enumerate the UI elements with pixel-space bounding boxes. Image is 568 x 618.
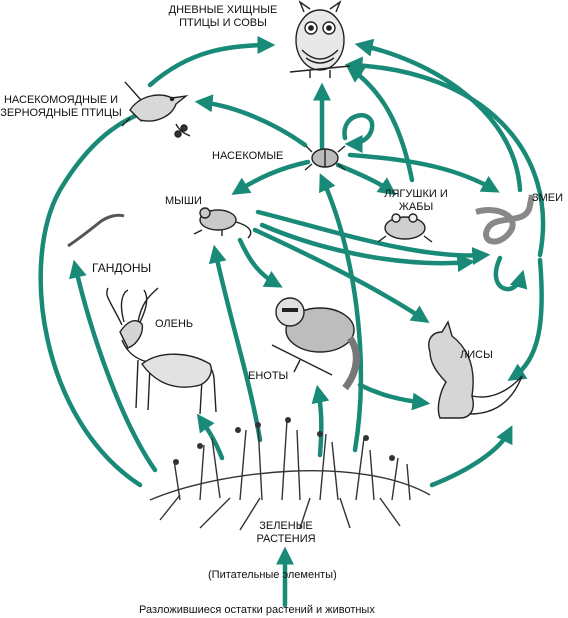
label-foxes: ЛИСЫ <box>460 349 493 361</box>
arrow-plants-to-birds-outer <box>38 105 156 488</box>
arrow-snakes-to-foxes <box>507 257 544 381</box>
beetle-icon <box>304 145 346 171</box>
arrow-insects-to-frogs <box>335 162 397 196</box>
label-frogs: ЛЯГУШКИ И ЖАБЫ <box>384 188 448 214</box>
arrow-plants-to-raccoons <box>311 384 330 458</box>
label-owls: ДНЕВНЫЕ ХИЩНЫЕ ПТИЦЫ И СОВЫ <box>168 4 278 30</box>
label-birds: НАСЕКОМОЯДНЫЕ И ЗЕРНОЯДНЫЕ ПТИЦЫ <box>0 94 122 120</box>
label-nutrients: (Питательные элементы) <box>208 569 337 581</box>
arrow-birds-to-owls <box>147 36 276 88</box>
arrow-mice-to-raccoons <box>237 237 283 288</box>
arrow-frogs-to-owls <box>345 64 415 183</box>
label-raccoons: ЕНОТЫ <box>248 370 289 382</box>
arrow-plants-to-mice <box>208 244 263 443</box>
arrow-plants-to-deer <box>196 413 225 461</box>
plants-icon <box>149 417 431 531</box>
arrow-frogs-to-snakes <box>259 222 476 273</box>
arrow-insects-to-snakes <box>347 152 500 193</box>
label-owls-text: ДНЕВНЫЕ ХИЩНЫЕ ПТИЦЫ И СОВЫ <box>168 4 278 29</box>
arrows <box>38 36 546 608</box>
arrow-snakes-loop <box>493 255 528 292</box>
arrow-plants-to-gandony <box>69 259 158 473</box>
bird-icon <box>121 81 191 138</box>
arrow-insects-to-birds <box>194 94 308 148</box>
label-snakes: ЗМЕИ <box>532 192 564 204</box>
label-gandony: ГАНДОНЫ <box>92 261 152 275</box>
fox-icon <box>428 320 523 419</box>
snake-icon <box>475 194 535 245</box>
arrow-plants-to-insects <box>319 173 364 453</box>
arrow-insects-loop <box>342 113 375 153</box>
raccoon-icon <box>271 297 360 391</box>
label-plants: ЗЕЛЕНЫЕ РАСТЕНИЯ <box>248 520 324 546</box>
label-frogs-text: ЛЯГУШКИ И ЖАБЫ <box>384 188 448 213</box>
arrow-plants-to-foxes <box>429 425 513 488</box>
arrow-insects-to-mice <box>231 159 311 195</box>
label-deer: ОЛЕНЬ <box>155 318 194 330</box>
arrow-raccoons-to-foxes <box>357 382 431 411</box>
frog-icon <box>377 213 433 243</box>
label-mice: МЫШИ <box>165 195 202 207</box>
label-plants-text: ЗЕЛЕНЫЕ РАСТЕНИЯ <box>256 520 316 545</box>
arrow-mice-to-foxes <box>252 227 430 323</box>
worm-icon <box>67 213 125 248</box>
label-insects: НАСЕКОМЫЕ <box>212 150 284 162</box>
owl-icon <box>289 0 351 78</box>
mouse-icon <box>193 207 252 239</box>
deer-icon <box>106 287 217 415</box>
arrow-right-outer-to-owls <box>344 56 546 258</box>
label-birds-text: НАСЕКОМОЯДНЫЕ И ЗЕРНОЯДНЫЕ ПТИЦЫ <box>0 94 122 119</box>
label-decay: Разложившиеся остатки растений и животны… <box>139 604 375 616</box>
